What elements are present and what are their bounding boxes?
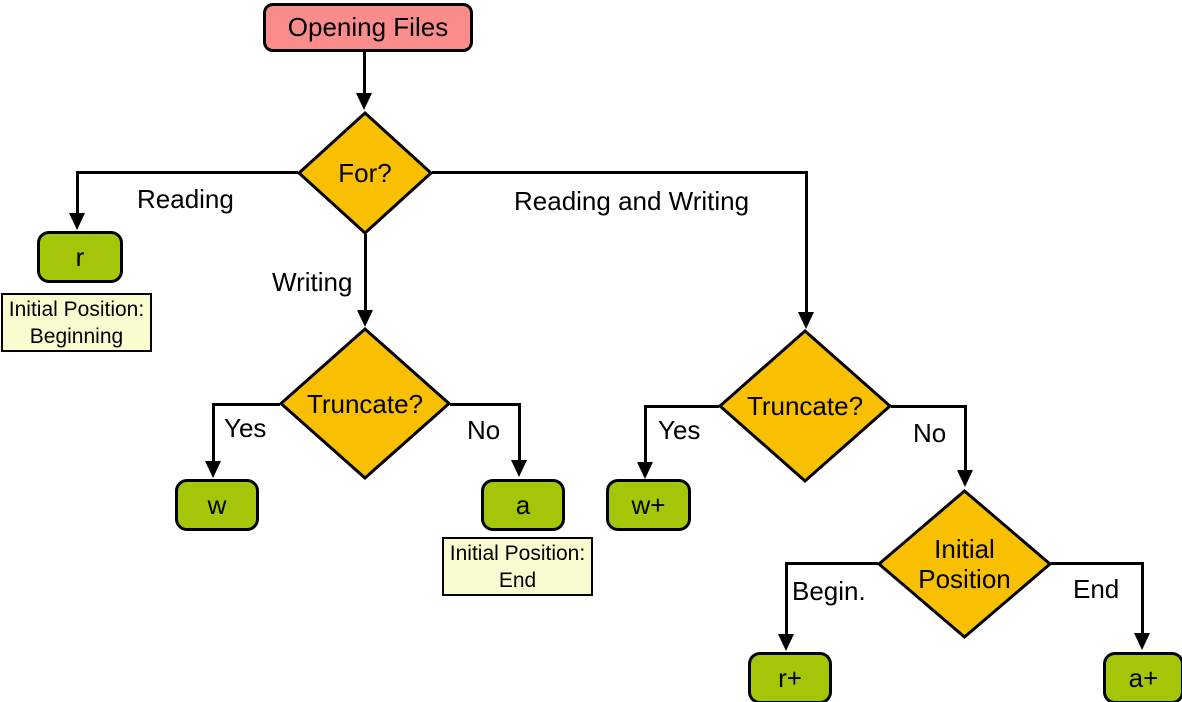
edge-for-to-r-vline (76, 171, 79, 216)
edge-opening-to-for-arrowhead (356, 93, 372, 110)
edge-opening-to-for-vline (363, 46, 366, 96)
edge-initial-end-vline (1141, 562, 1144, 635)
node-mode-r: r (37, 231, 123, 283)
note-initial-position-beginning: Initial Position: Beginning (1, 293, 152, 352)
decision-truncate-right-shape (717, 328, 893, 484)
node-opening-files: Opening Files (263, 3, 473, 52)
note-initial-position-end: Initial Position: End (442, 537, 593, 596)
decision-truncate-left-text: Truncate? (306, 388, 424, 419)
node-mode-r-plus-text: r+ (778, 662, 802, 693)
node-mode-w-text: w (207, 489, 227, 520)
edge-label-writing: Writing (272, 267, 353, 297)
edge-truncate-left-yes-arrowhead (205, 461, 221, 478)
decision-truncate-left-shape (278, 326, 452, 481)
edge-for-to-r-arrowhead (69, 213, 85, 230)
edge-truncate-left-yes-hline (213, 403, 280, 406)
edge-label-initial-begin: Begin. (792, 576, 866, 606)
node-mode-w: w (175, 479, 259, 531)
note-r-line2: Beginning (29, 324, 124, 348)
edge-label-reading: Reading (137, 184, 234, 214)
edge-truncate-right-no-hline (891, 405, 966, 408)
edge-initial-end-arrowhead (1134, 633, 1150, 650)
edge-truncate-right-yes-hline (645, 405, 719, 408)
edge-for-to-truncate-right-hline (432, 171, 807, 174)
edge-label-truncate-left-yes: Yes (224, 413, 267, 443)
edge-truncate-left-no-hline (450, 403, 520, 406)
edge-truncate-right-no-vline (964, 405, 967, 472)
edge-truncate-right-no-arrowhead (957, 470, 973, 487)
edge-label-initial-end: End (1073, 574, 1120, 604)
node-opening-files-text: Opening Files (287, 12, 449, 42)
decision-initial-position-line1: Initial (934, 534, 995, 564)
decision-initial-position-shape (876, 489, 1053, 639)
edge-truncate-left-yes-vline (212, 403, 215, 463)
edge-label-truncate-left-no: No (467, 415, 501, 445)
decision-for-text: For? (338, 158, 392, 188)
decision-initial-position-line2: Position (918, 564, 1011, 594)
decision-truncate-left-label: Truncate? (279, 327, 451, 480)
node-mode-r-plus: r+ (748, 652, 832, 702)
edge-for-to-truncate-right-arrowhead (798, 312, 814, 329)
edge-initial-begin-arrowhead (778, 634, 794, 651)
edge-initial-begin-hline (786, 562, 878, 565)
decision-for-shape (296, 110, 434, 236)
edge-for-to-truncate-left-arrowhead (357, 310, 373, 327)
edge-initial-end-hline (1051, 562, 1143, 565)
edge-truncate-right-yes-vline (644, 405, 647, 464)
note-a-line1: Initial Position: (449, 541, 586, 565)
node-mode-a-plus-text: a+ (1128, 662, 1159, 693)
edge-label-truncate-right-no: No (913, 418, 947, 448)
decision-initial-position-label: Initial Position (877, 489, 1052, 639)
decision-for-label: For? (297, 111, 433, 235)
node-mode-w-plus-text: w+ (631, 489, 666, 520)
node-mode-a-text: a (515, 489, 531, 520)
edge-initial-begin-vline (785, 562, 788, 636)
edge-for-to-truncate-left-vline (364, 234, 367, 313)
edge-truncate-right-yes-arrowhead (637, 462, 653, 479)
edge-label-reading-and-writing: Reading and Writing (514, 186, 750, 216)
edge-truncate-left-no-arrowhead (511, 460, 527, 477)
node-mode-r-text: r (75, 241, 85, 272)
edge-label-truncate-right-yes: Yes (658, 415, 701, 445)
edge-truncate-left-no-vline (518, 403, 521, 462)
edge-for-to-r-hline (77, 171, 298, 174)
decision-truncate-right-text: Truncate? (746, 391, 864, 421)
decision-truncate-right-label: Truncate? (718, 329, 892, 483)
node-mode-w-plus: w+ (606, 479, 691, 531)
node-mode-a: a (481, 479, 565, 531)
note-a-line2: End (498, 568, 537, 592)
note-r-line1: Initial Position: (8, 297, 145, 321)
node-mode-a-plus: a+ (1103, 652, 1182, 702)
edge-for-to-truncate-right-vline (805, 171, 808, 315)
